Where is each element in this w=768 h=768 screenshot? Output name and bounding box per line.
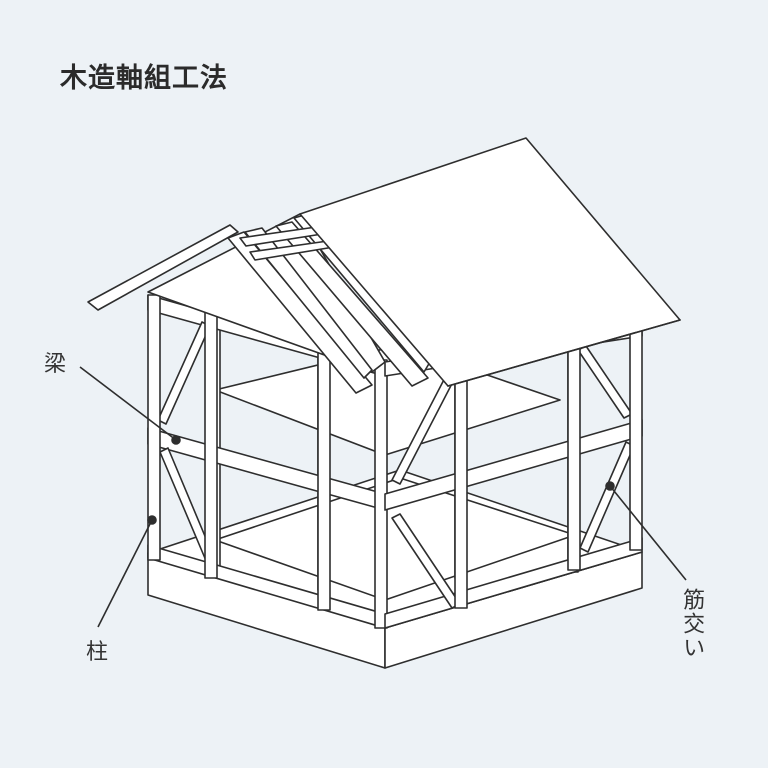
brace-leader-line (609, 485, 687, 581)
brace-leader-dot (605, 481, 615, 491)
post-label: 柱 (86, 640, 109, 665)
post-leader-dot (147, 515, 157, 525)
post-leader-line (97, 519, 153, 628)
beam-label: 梁 (44, 352, 67, 377)
brace-right-upper (577, 345, 633, 419)
roof-panel (299, 137, 681, 387)
beam-leader-dot (171, 435, 181, 445)
brace-label: 筋交い (679, 588, 705, 660)
brace-right-lower (579, 441, 635, 553)
beam-leader-line (79, 366, 177, 441)
brace-left-upper (157, 321, 211, 425)
roof-frame (87, 213, 431, 394)
left-wall (147, 294, 388, 629)
page-title: 木造軸組工法 (60, 63, 228, 94)
